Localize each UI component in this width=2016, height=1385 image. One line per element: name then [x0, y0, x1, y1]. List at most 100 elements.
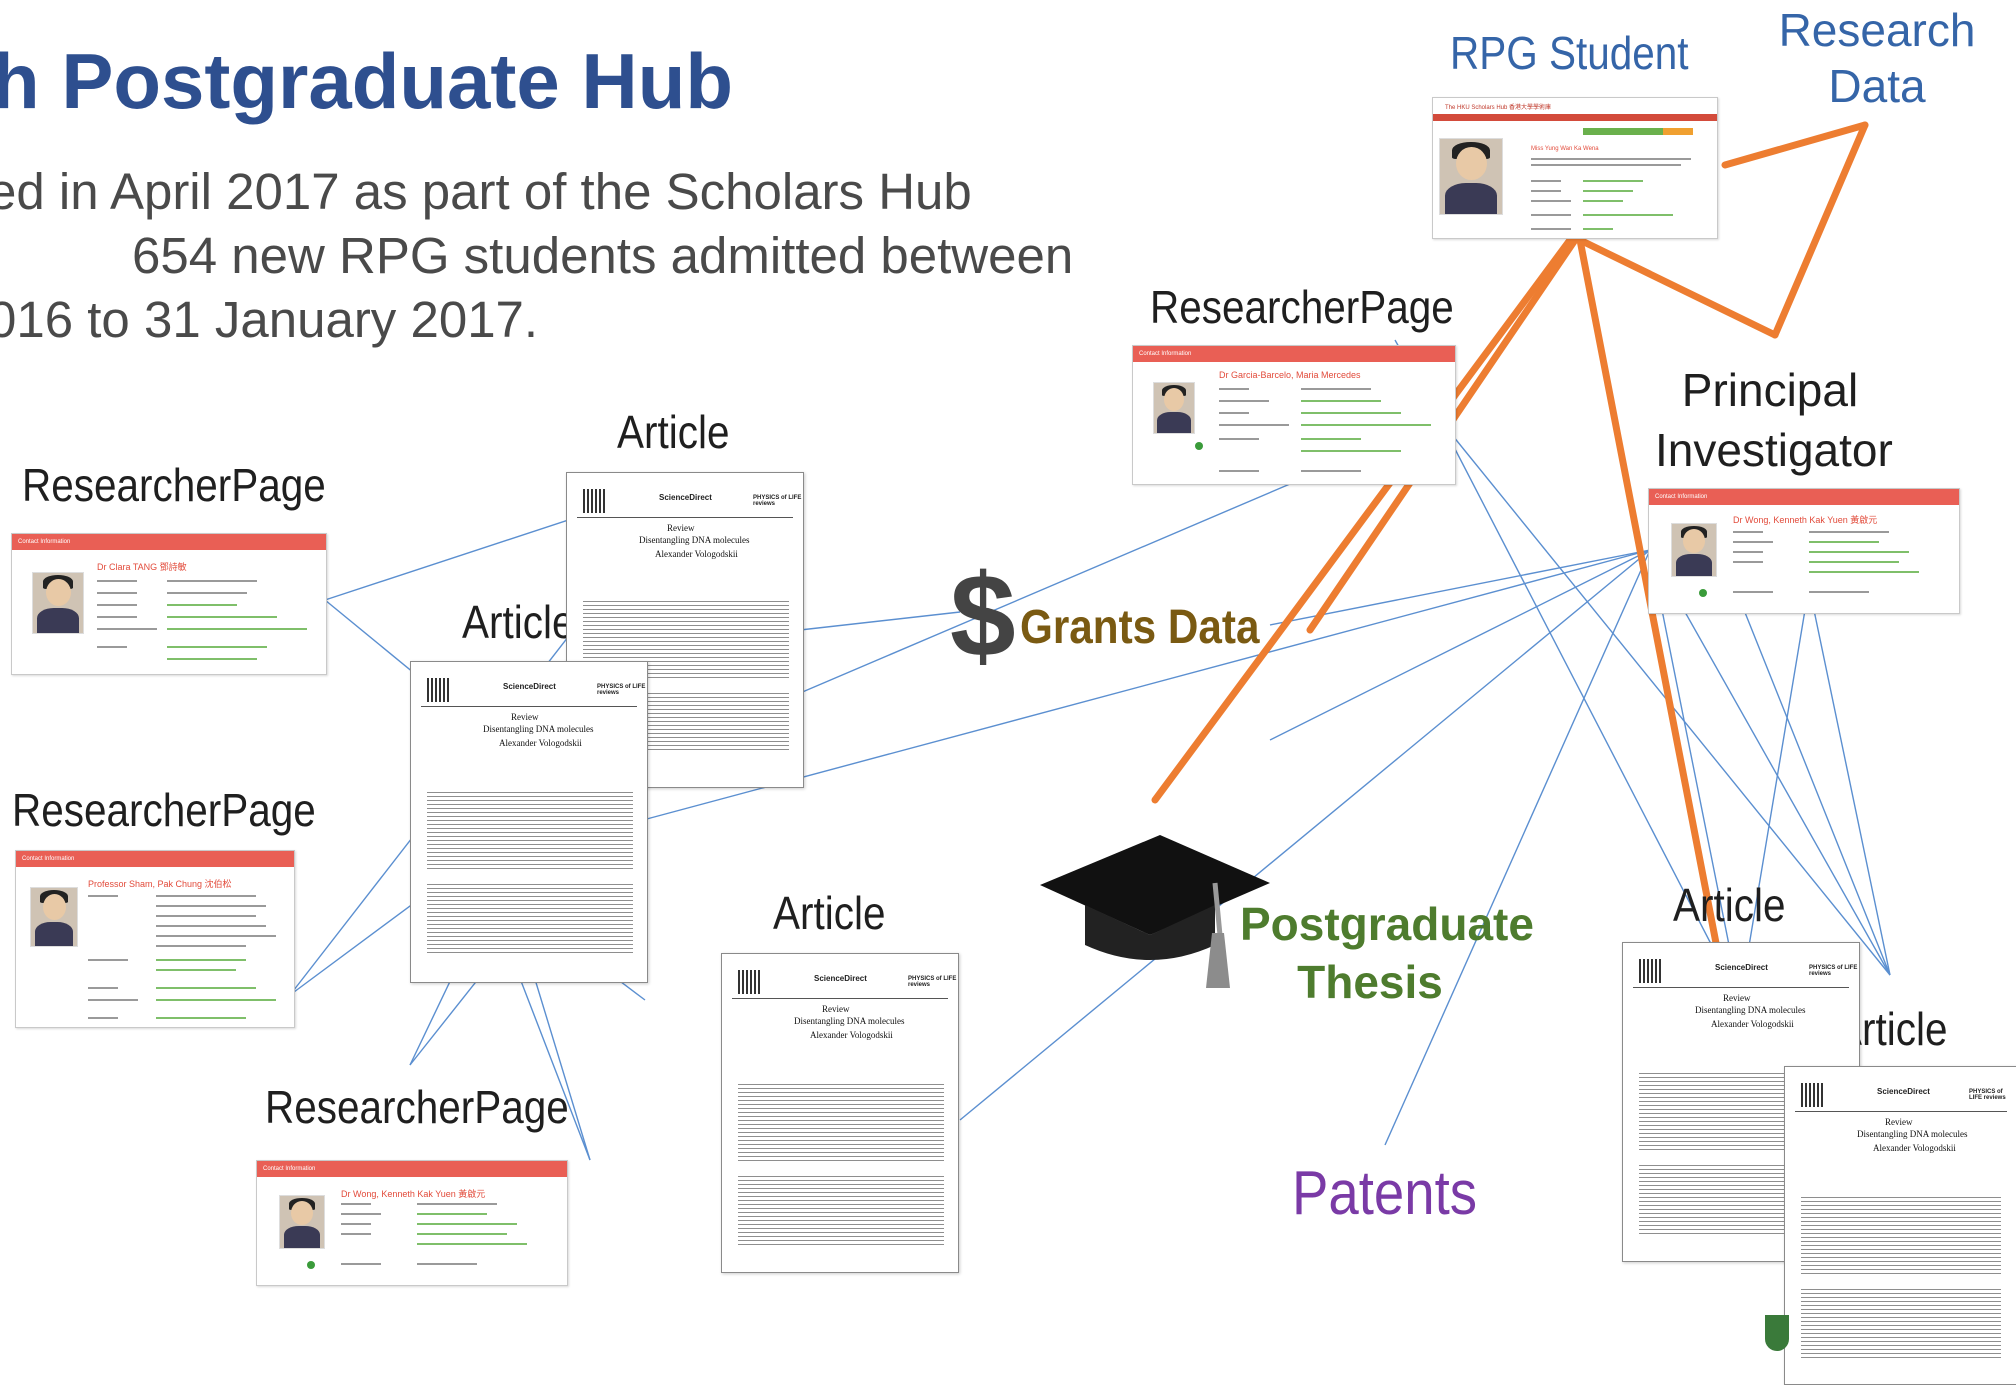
postgraduate-thesis-line-2: Thesis [1297, 956, 1443, 1008]
article-thumbnail[interactable]: ScienceDirect PHYSICS of LIFE reviews Re… [410, 661, 648, 983]
edge [1384, 549, 1651, 1146]
postgraduate-thesis-label: Postgraduate Thesis [1240, 895, 1534, 1011]
edge [1269, 549, 1651, 741]
research-data-label: Research Data [1772, 2, 1982, 114]
publisher-logo-icon [738, 970, 760, 994]
intro-line-3: 016 to 31 January 2017. [0, 291, 539, 348]
article-headline: Disentangling DNA molecules [794, 1016, 905, 1026]
article-author: Alexander Vologodskii [810, 1030, 893, 1040]
article-kind: Review [1723, 993, 1751, 1003]
research-data-line-2: Data [1828, 60, 1926, 112]
site-title: The HKU Scholars Hub 香港大學學術庫 [1445, 105, 1552, 111]
principal-investigator-card[interactable]: Contact Information Dr Wong, Kenneth Kak… [1648, 488, 1960, 614]
journal-name: PHYSICS of LIFE reviews [1969, 1089, 2006, 1101]
grants-data-label: Grants Data [1020, 601, 1260, 654]
patents-label: Patents [1292, 1159, 1478, 1228]
page-title: h Postgraduate Hub [0, 37, 734, 125]
avatar [1153, 382, 1195, 434]
edge [642, 549, 1651, 821]
avatar [1439, 138, 1503, 215]
card-header: Contact Information [16, 851, 294, 867]
card-header: Contact Information [1649, 489, 1959, 505]
researcher-page-label: ResearcherPage [22, 459, 326, 511]
article-author: Alexander Vologodskii [1873, 1143, 1956, 1153]
publisher-name: ScienceDirect [1715, 963, 1768, 972]
article-kind: Review [511, 712, 539, 722]
article-thumbnail[interactable]: ScienceDirect PHYSICS of LIFE reviews Re… [721, 953, 959, 1273]
avatar [30, 887, 78, 947]
researcher-name: Dr Garcia-Barcelo, Maria Mercedes [1219, 370, 1361, 380]
publisher-name: ScienceDirect [1877, 1087, 1930, 1096]
article-kind: Review [822, 1004, 850, 1014]
publisher-name: ScienceDirect [659, 493, 712, 502]
publisher-logo-icon [583, 489, 605, 513]
publisher-name: ScienceDirect [503, 682, 556, 691]
principal-investigator-line-1: Principal [1681, 364, 1859, 416]
article-author: Alexander Vologodskii [1711, 1019, 1794, 1029]
article-label: Article [1673, 879, 1786, 931]
publisher-logo-icon [1639, 959, 1661, 983]
publisher-name: ScienceDirect [814, 974, 867, 983]
researcher-card-wong[interactable]: Contact Information Dr Wong, Kenneth Kak… [256, 1160, 568, 1286]
card-header: Contact Information [12, 534, 326, 550]
edge [1739, 599, 1891, 976]
edge [1576, 236, 1732, 1009]
article-kind: Review [1885, 1117, 1913, 1127]
edge [1269, 549, 1651, 626]
avatar [32, 572, 84, 634]
researcher-name: Dr Wong, Kenneth Kak Yuen 黃啟元 [341, 1189, 486, 1199]
rpg-student-page[interactable]: The HKU Scholars Hub 香港大學學術庫 Miss Yung W… [1432, 97, 1718, 239]
article-thumbnail[interactable]: ScienceDirect PHYSICS of LIFE reviews Re… [1784, 1066, 2016, 1385]
article-headline: Disentangling DNA molecules [639, 535, 750, 545]
article-headline: Disentangling DNA molecules [483, 724, 594, 734]
intro-line-2: 654 new RPG students admitted between [132, 227, 1074, 284]
article-label: Article [617, 406, 730, 458]
edge [1576, 236, 1779, 339]
article-kind: Review [667, 523, 695, 533]
student-name: Miss Yung Wan Ka Wena [1531, 146, 1599, 152]
card-header: Contact Information [1133, 346, 1455, 362]
avatar [279, 1195, 325, 1249]
researcher-name: Dr Clara TANG 鄧詩敏 [97, 562, 187, 572]
edge [1439, 419, 1741, 1001]
principal-investigator-line-2: Investigator [1655, 424, 1893, 476]
edge [1649, 549, 1741, 1001]
edge [1739, 609, 1806, 1001]
article-headline: Disentangling DNA molecules [1857, 1129, 1968, 1139]
journal-name: PHYSICS of LIFE reviews [908, 976, 957, 988]
article-headline: Disentangling DNA molecules [1695, 1005, 1806, 1015]
edge [1151, 236, 1574, 804]
researcher-card-sham[interactable]: Contact Information Professor Sham, Pak … [15, 850, 295, 1028]
researcher-page-label: ResearcherPage [1150, 281, 1454, 333]
edge [1721, 121, 1869, 169]
researcher-name: Professor Sham, Pak Chung 沈伯松 [88, 879, 232, 889]
researcher-name: Dr Wong, Kenneth Kak Yuen 黃啟元 [1733, 515, 1878, 525]
journal-name: PHYSICS of LIFE reviews [597, 684, 646, 696]
edge [959, 549, 1651, 1121]
journal-name: PHYSICS of LIFE reviews [1809, 965, 1858, 977]
edge [799, 611, 961, 631]
postgraduate-thesis-line-1: Postgraduate [1240, 898, 1534, 950]
journal-name: PHYSICS of LIFE reviews [753, 495, 802, 507]
article-author: Alexander Vologodskii [655, 549, 738, 559]
avatar [1671, 523, 1717, 577]
hku-crest-icon [1765, 1315, 1789, 1351]
graduation-cap-icon [1040, 835, 1270, 1000]
research-data-line-1: Research [1778, 4, 1976, 56]
article-label: Article [773, 887, 886, 939]
edge [1649, 549, 1891, 976]
article-author: Alexander Vologodskii [499, 738, 582, 748]
card-header: Contact Information [257, 1161, 567, 1177]
article-label: Article [462, 596, 575, 648]
publisher-logo-icon [1801, 1083, 1823, 1107]
researcher-card-tang[interactable]: Contact Information Dr Clara TANG 鄧詩敏 [11, 533, 327, 675]
dollar-sign-icon: $ [950, 550, 1016, 682]
publisher-logo-icon [427, 678, 449, 702]
researcher-page-label: ResearcherPage [12, 784, 316, 836]
edge [1771, 121, 1869, 339]
researcher-page-label: ResearcherPage [265, 1081, 569, 1133]
principal-investigator-label: Principal Investigator [1655, 360, 1893, 480]
rpg-student-label: RPG Student [1450, 27, 1689, 79]
intro-line-1: ed in April 2017 as part of the Scholars… [0, 163, 972, 220]
researcher-card-garcia[interactable]: Contact Information Dr Garcia-Barcelo, M… [1132, 345, 1456, 485]
